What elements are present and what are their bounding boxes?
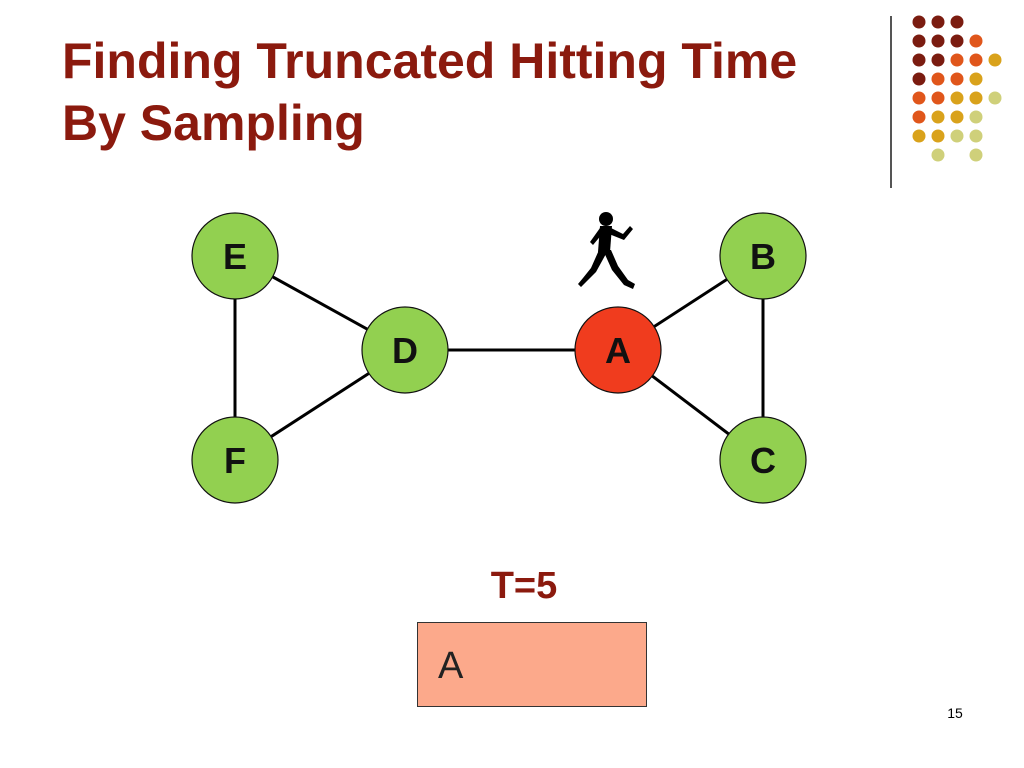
node-circle <box>719 212 807 300</box>
node-circle <box>191 416 279 504</box>
node-circle <box>574 306 662 394</box>
node-label: C <box>750 440 776 481</box>
decorative-dot <box>950 34 964 48</box>
decorative-dot <box>969 129 983 143</box>
node-e: E <box>191 212 279 300</box>
decorative-dot <box>931 91 945 105</box>
walking-person-icon <box>578 212 635 289</box>
decorative-dot <box>931 110 945 124</box>
node-c: C <box>719 416 807 504</box>
node-b: B <box>719 212 807 300</box>
decorative-dot <box>931 15 945 29</box>
decorative-dot <box>950 110 964 124</box>
graph-edges <box>233 254 765 462</box>
decorative-dot <box>988 91 1002 105</box>
decorative-dot <box>950 53 964 67</box>
decorative-dot <box>969 148 983 162</box>
decorative-dot <box>931 129 945 143</box>
decorative-dot <box>912 53 926 67</box>
decorative-dot <box>912 110 926 124</box>
slide-title: Finding Truncated Hitting Time By Sampli… <box>62 30 797 154</box>
decorative-dot <box>931 53 945 67</box>
decorative-dot <box>969 53 983 67</box>
node-label: F <box>224 440 246 481</box>
decorative-dot <box>931 34 945 48</box>
time-label: T=5 <box>490 565 558 607</box>
node-circle <box>361 306 449 394</box>
sample-box: A <box>417 622 647 707</box>
title-line-2: By Sampling <box>62 95 365 151</box>
node-label: A <box>605 330 631 371</box>
decorative-dot <box>931 72 945 86</box>
decorative-dot <box>912 34 926 48</box>
decorative-dot <box>988 53 1002 67</box>
decorative-dot <box>950 72 964 86</box>
decorative-dot <box>969 34 983 48</box>
node-circle <box>191 212 279 300</box>
decorative-dot <box>912 72 926 86</box>
title-divider <box>890 16 892 188</box>
decorative-dot <box>912 129 926 143</box>
decorative-dot <box>931 148 945 162</box>
node-d: D <box>361 306 449 394</box>
decorative-dot <box>912 91 926 105</box>
node-label: B <box>750 236 776 277</box>
decorative-dot <box>950 91 964 105</box>
decorative-dot <box>969 110 983 124</box>
node-label: E <box>223 236 247 277</box>
decorative-dot <box>969 72 983 86</box>
node-a: A <box>574 306 662 394</box>
decorative-dot <box>969 91 983 105</box>
sample-sequence: A <box>438 645 464 687</box>
node-label: D <box>392 330 418 371</box>
graph-nodes: E D F A B C <box>191 212 807 504</box>
page-number: 15 <box>947 705 963 721</box>
node-f: F <box>191 416 279 504</box>
decorative-dot <box>950 15 964 29</box>
decorative-dot <box>950 129 964 143</box>
decorative-dot <box>912 15 926 29</box>
title-line-1: Finding Truncated Hitting Time <box>62 33 798 89</box>
node-circle <box>719 416 807 504</box>
